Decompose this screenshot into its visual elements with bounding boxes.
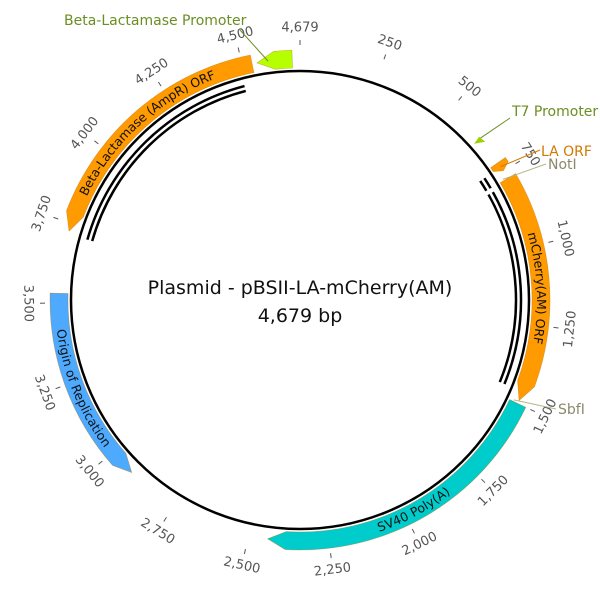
- callout-label: Beta-Lactamase Promoter: [64, 13, 247, 29]
- tick-label: 3,500: [20, 285, 35, 322]
- feature-arrow: [49, 292, 133, 474]
- feature-arrow: [66, 54, 255, 232]
- tick-mark: [383, 54, 387, 60]
- callout-label: NotI: [548, 157, 577, 173]
- feature-label-text: SV40 Poly(A): [375, 483, 452, 534]
- tick-mark: [237, 47, 240, 53]
- feature-la-orf: [490, 157, 509, 172]
- tick-mark: [481, 478, 486, 484]
- tick-mark: [553, 326, 559, 329]
- orf-track-line: [479, 180, 488, 192]
- tick-label: 4,000: [68, 114, 103, 153]
- callout-line: [502, 163, 547, 180]
- tick-mark: [98, 460, 103, 465]
- plasmid-title: Plasmid - pBSII-LA-mCherry(AM): [148, 277, 453, 299]
- plasmid-length: 4,679 bp: [258, 305, 343, 327]
- tick-label: 4,250: [132, 55, 171, 88]
- feature-beta-lactamase-ampr-orf: Beta-Lactamase (AmpR) ORF: [66, 54, 255, 232]
- tick-label: 2,250: [313, 560, 352, 579]
- tick-mark: [515, 160, 521, 165]
- tick-label: 3,750: [29, 194, 55, 234]
- callouts: Beta-Lactamase Promoter LA ORF T7 Promoter…: [64, 13, 598, 418]
- callout-label: LA ORF: [541, 144, 592, 160]
- callout-line: [239, 29, 269, 62]
- tick-label: 2,750: [138, 516, 178, 548]
- callout-line: [477, 117, 511, 141]
- orf-track-line: [487, 193, 518, 383]
- tick-mark: [163, 516, 167, 522]
- t7-promoter-arrowhead-icon: [474, 136, 486, 144]
- feature-origin-of-replication: Origin of Replication: [49, 292, 133, 474]
- orf-track-line: [86, 84, 245, 241]
- feature-arrow: [266, 399, 527, 551]
- features: Beta-Lactamase (AmpR) ORF mCherry(AM) ORF…: [49, 49, 551, 551]
- tick-mark: [55, 386, 61, 390]
- tick-mark: [94, 140, 99, 145]
- tick-mark: [458, 96, 463, 101]
- callout-line: [513, 399, 557, 410]
- feature-label-text: Origin of Replication: [54, 328, 115, 449]
- tick-mark: [330, 553, 332, 559]
- tick-marks: 2505007501,0001,2501,5001,7502,0002,2502…: [20, 21, 580, 580]
- callout-noti: NotI: [502, 157, 577, 180]
- tick-label: 250: [375, 32, 403, 54]
- feature-mcherry-am-orf: mCherry(AM) ORF: [499, 173, 551, 402]
- tick-mark: [530, 408, 536, 413]
- orf-track-line: [491, 191, 523, 385]
- tick-label: 1,250: [561, 310, 580, 349]
- callout-t7-promoter: T7 Promoter: [474, 104, 598, 144]
- feature-arrow: [499, 173, 551, 402]
- callout-la-orf: LA ORF: [500, 144, 592, 168]
- orf-track-line: [483, 177, 492, 189]
- feature-label-text: Beta-Lactamase (AmpR) ORF: [76, 67, 217, 198]
- tick-mark: [243, 548, 246, 555]
- tick-label: 4,679: [281, 21, 318, 36]
- orf-track-line: [90, 89, 247, 242]
- feature-arrow: [490, 157, 509, 172]
- callout-label: SbfI: [558, 402, 585, 418]
- backbone-circle: [69, 69, 531, 531]
- callout-line: [500, 149, 541, 168]
- callout-label: T7 Promoter: [511, 104, 598, 120]
- feature-label: SV40 Poly(A): [375, 483, 452, 534]
- feature-arrow: [256, 49, 293, 70]
- tick-mark: [411, 528, 415, 534]
- callout-beta-lactamase-promoter: Beta-Lactamase Promoter: [64, 13, 269, 62]
- tick-mark: [53, 216, 59, 220]
- feature-beta-lactamase-promoter: [256, 49, 293, 70]
- tick-mark: [157, 81, 162, 87]
- tick-mark: [548, 240, 554, 243]
- tick-label: 1,000: [553, 219, 576, 259]
- feature-sv40-poly-a: SV40 Poly(A): [266, 399, 527, 551]
- tick-label: 1,500: [531, 397, 561, 437]
- callout-sbfi: SbfI: [513, 399, 585, 418]
- orf-tracks: [86, 84, 523, 385]
- tick-label: 2,000: [400, 529, 440, 559]
- tick-label: 500: [455, 73, 484, 100]
- feature-label: Beta-Lactamase (AmpR) ORF: [76, 67, 217, 198]
- feature-label: Origin of Replication: [54, 328, 115, 449]
- tick-label: 3,000: [72, 453, 107, 491]
- tick-label: 3,250: [31, 373, 58, 413]
- tick-label: 1,750: [475, 473, 512, 510]
- tick-label: 2,500: [222, 554, 262, 577]
